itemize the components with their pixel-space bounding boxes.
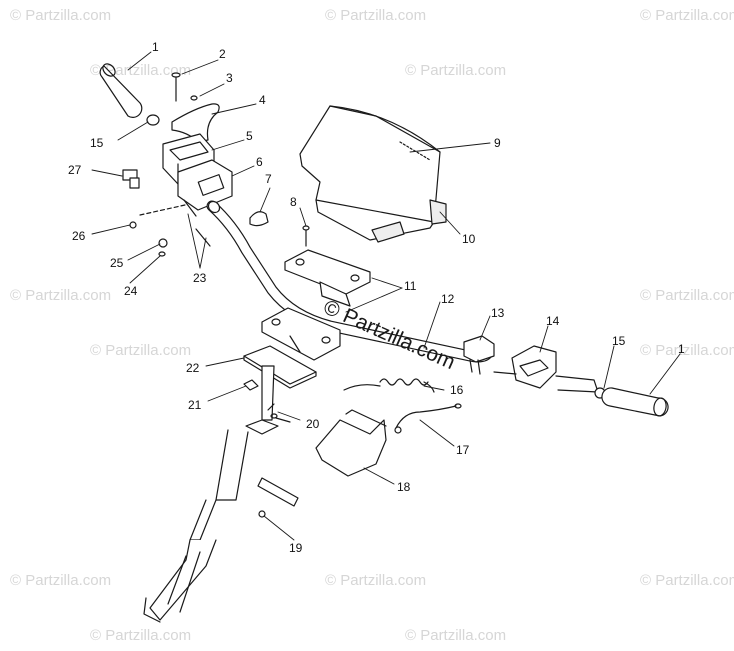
callout-8: 8 <box>290 195 297 209</box>
callout-25: 25 <box>110 256 124 270</box>
watermark: © Partzilla.com <box>10 7 111 24</box>
wire-part <box>394 403 462 434</box>
watermark: © Partzilla.com <box>325 572 426 589</box>
callout-15: 15 <box>612 334 626 348</box>
bolt-part <box>171 72 181 102</box>
watermark: © Partzilla.com <box>640 7 734 24</box>
callout-19: 19 <box>289 541 303 555</box>
callout-13: 13 <box>491 306 505 320</box>
callout-9: 9 <box>494 136 501 150</box>
callout-20: 20 <box>306 417 320 431</box>
callout-11: 11 <box>404 279 417 293</box>
watermark-layer: © Partzilla.com © Partzilla.com © Partzi… <box>10 7 734 644</box>
callout-14: 14 <box>546 314 560 328</box>
lower-clamp-part <box>261 307 341 361</box>
watermark: © Partzilla.com <box>325 7 426 24</box>
callout-21: 21 <box>188 398 202 412</box>
mount-plate-part <box>243 345 317 389</box>
small-hardware-parts <box>129 204 211 257</box>
leader-lines <box>91 51 681 541</box>
callout-1: 1 <box>678 342 685 356</box>
callout-1: 1 <box>152 40 159 54</box>
callout-labels: 1 2 3 4 5 6 7 8 9 10 11 12 13 14 15 1 16… <box>68 40 685 555</box>
watermark: © Partzilla.com <box>640 287 734 304</box>
callout-16: 16 <box>450 383 464 397</box>
nut-part <box>190 95 198 101</box>
nut-part <box>243 379 259 391</box>
steering-column-part <box>143 365 279 623</box>
watermark: © Partzilla.com <box>90 627 191 644</box>
hood-console-part <box>299 105 447 243</box>
watermark: © Partzilla.com <box>90 62 191 79</box>
callout-26: 26 <box>72 229 86 243</box>
end-cap-part <box>146 114 160 126</box>
switch-housing-part <box>493 345 599 393</box>
screw-part <box>270 413 291 423</box>
callout-17: 17 <box>456 443 470 457</box>
clip-screw-part <box>122 169 140 189</box>
right-grip-part <box>601 387 669 417</box>
callout-22: 22 <box>186 361 200 375</box>
throttle-lever-part <box>171 103 220 143</box>
watermark: © Partzilla.com <box>405 627 506 644</box>
callout-27: 27 <box>68 163 82 177</box>
callout-2: 2 <box>219 47 226 61</box>
callout-18: 18 <box>397 480 411 494</box>
left-grip-part <box>99 63 143 118</box>
callout-4: 4 <box>259 93 266 107</box>
throttle-housing-part <box>177 159 233 217</box>
watermark: © Partzilla.com <box>90 342 191 359</box>
callout-23: 23 <box>193 271 207 285</box>
watermark: © Partzilla.com <box>405 62 506 79</box>
callout-12: 12 <box>441 292 455 306</box>
callout-5: 5 <box>246 129 253 143</box>
bracket-part <box>315 409 387 477</box>
callout-24: 24 <box>124 284 138 298</box>
bolt-part <box>302 225 310 247</box>
callout-6: 6 <box>256 155 263 169</box>
callout-10: 10 <box>462 232 476 246</box>
callout-15: 15 <box>90 136 104 150</box>
switch-part <box>463 335 495 375</box>
upper-clamp-part <box>284 249 371 307</box>
watermark: © Partzilla.com <box>640 572 734 589</box>
retainer-clip-part <box>249 211 269 227</box>
callout-7: 7 <box>265 172 272 186</box>
watermark: © Partzilla.com <box>10 287 111 304</box>
wire-harness-part <box>343 378 435 393</box>
watermark: © Partzilla.com <box>640 342 734 359</box>
callout-3: 3 <box>226 71 233 85</box>
watermark: © Partzilla.com <box>10 572 111 589</box>
bushing-part <box>257 477 299 518</box>
